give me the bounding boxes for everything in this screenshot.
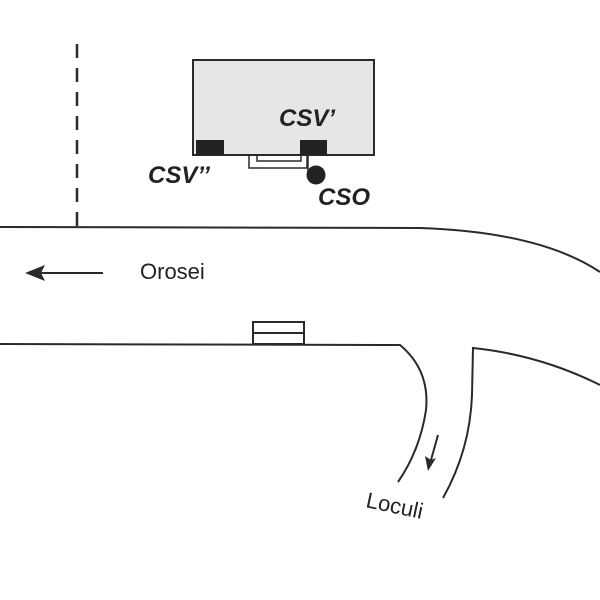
connection-pipe-outer xyxy=(248,155,308,169)
sensor-cso xyxy=(306,165,326,185)
loculi-road-right-edge xyxy=(442,346,600,499)
label-csv-prime: CSV’ xyxy=(279,105,335,132)
label-loculi: Loculi xyxy=(364,487,425,523)
main-road-upper-edge xyxy=(0,226,600,273)
sensor-csv-prime xyxy=(300,140,327,155)
arrow-left-icon xyxy=(25,265,103,281)
arrow-down-icon xyxy=(425,434,439,471)
label-orosei: Orosei xyxy=(140,259,205,284)
sensor-csv-double-prime xyxy=(196,140,224,155)
connection-pipe-inner xyxy=(256,155,302,162)
label-cso: CSO xyxy=(318,184,370,211)
building xyxy=(192,59,375,156)
label-csv-double-prime: CSV’’ xyxy=(148,162,210,189)
main-road-lower-edge xyxy=(0,343,428,483)
